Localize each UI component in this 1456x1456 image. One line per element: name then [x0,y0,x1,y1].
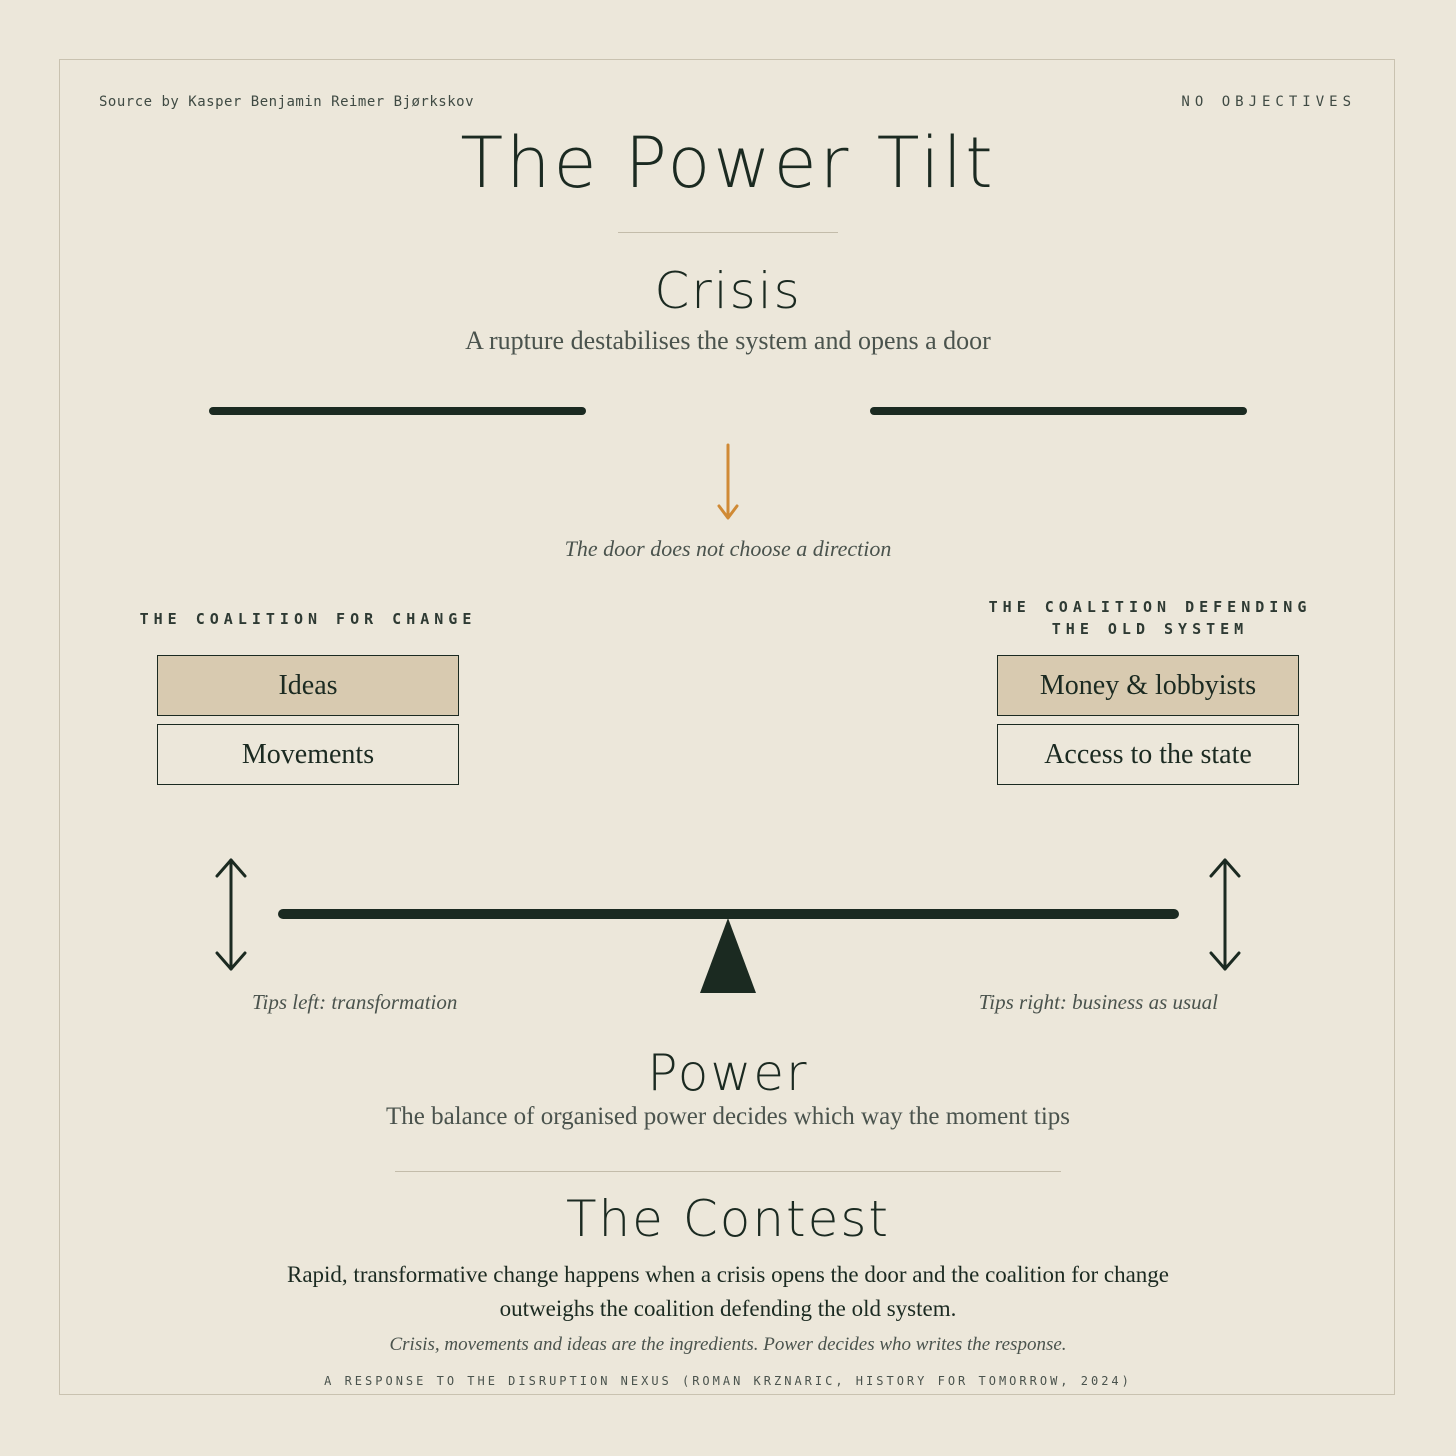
footer-reference: A RESPONSE TO THE DISRUPTION NEXUS (ROMA… [324,1374,1132,1388]
door-down-arrow-icon [717,443,739,520]
ideas-box: Ideas [157,655,459,716]
title-divider [618,232,838,233]
coalition-defending-label-line2: THE OLD SYSTEM [1051,620,1249,638]
page-title: The Power Tilt [460,122,996,204]
money-lobbyists-box: Money & lobbyists [997,655,1299,716]
right-up-down-arrow-icon [1209,858,1241,971]
source-credit: Source by Kasper Benjamin Reimer Bjørksk… [99,94,475,110]
power-subtitle: The balance of organised power decides w… [385,1103,1071,1130]
contest-text-line2: outweighs the coalition defending the ol… [499,1296,957,1321]
tips-left-caption: Tips left: transformation [252,990,458,1014]
movements-box: Movements [157,724,459,785]
fulcrum-triangle-icon [700,918,756,993]
door-caption: The door does not choose a direction [564,536,892,561]
contest-note: Crisis, movements and ideas are the ingr… [389,1334,1067,1355]
contest-divider [395,1171,1061,1172]
contest-text-line1: Rapid, transformative change happens whe… [286,1262,1170,1287]
left-up-down-arrow-icon [215,858,247,971]
crisis-heading: Crisis [654,262,802,320]
outer-frame [59,59,1395,1395]
coalition-defending-label: THE COALITION DEFENDING THE OLD SYSTEM [950,596,1350,640]
coalition-for-change-label: THE COALITION FOR CHANGE [139,610,477,628]
access-to-state-box: Access to the state [997,724,1299,785]
brand-tag: NO OBJECTIVES [1181,94,1356,110]
contest-heading: The Contest [565,1190,891,1248]
crisis-subtitle: A rupture destabilises the system and op… [465,326,991,355]
tips-right-caption: Tips right: business as usual [978,990,1218,1014]
coalition-defending-label-line1: THE COALITION DEFENDING [988,598,1312,616]
power-heading: Power [647,1044,809,1102]
contest-text: Rapid, transformative change happens whe… [0,1258,1456,1326]
